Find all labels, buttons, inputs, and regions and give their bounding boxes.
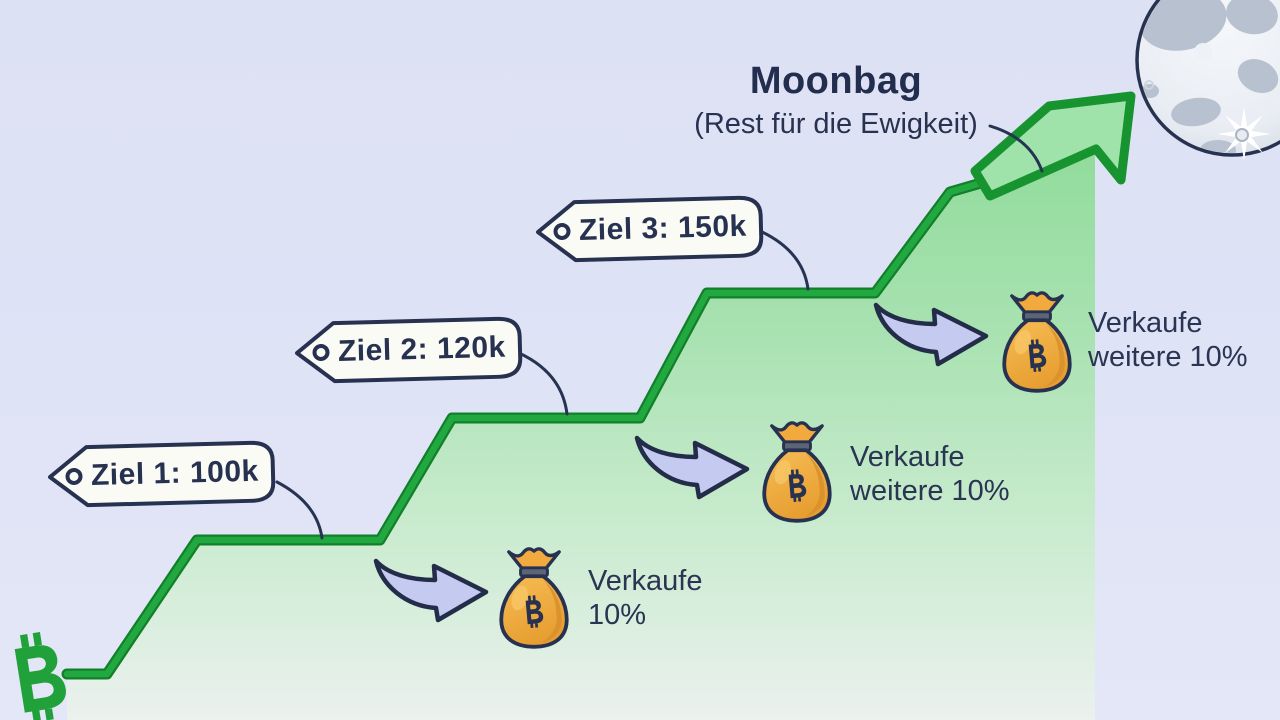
price-line [63,170,1016,678]
tag-hole-icon [65,467,83,485]
tag-hole-icon [312,343,330,361]
price-area-fill [67,130,1095,720]
sell-note-line: Verkaufe [850,441,965,473]
tag-hole-icon [553,222,571,240]
sell-note-line: weitere 10% [1088,341,1248,373]
price-tag-label: Ziel 2: 120k [337,330,507,369]
tag1-connector-line [275,480,324,540]
sparkle-crater [1235,128,1249,142]
price-tag-ziel-3: Ziel 3: 150k [532,193,766,265]
sell-note-line: 10% [588,599,647,631]
sell-note-line: weitere 10% [850,475,1010,507]
price-tag-icon [295,316,523,384]
moon-craters [1139,0,1279,153]
tag2-connector-line [517,351,569,416]
sell-note-2: Verkaufe weitere 10% [850,440,1010,508]
moonbag-title-block: Moonbag (Rest für die Ewigkeit) [640,60,1032,141]
price-tag-ziel-2: Ziel 2: 120k [291,314,525,386]
growth-arrow-icon [970,91,1136,201]
price-tag-label: Ziel 3: 150k [578,209,748,248]
price-tag-label: Ziel 1: 100k [90,454,260,493]
price-tag-ziel-1: Ziel 1: 100k [44,438,278,510]
sell-note-line: Verkaufe [588,565,703,597]
moon-icon [1135,0,1280,161]
sell-note-line: Verkaufe [1088,307,1203,339]
price-tag-icon [536,195,764,263]
moonbag-title: Moonbag [749,60,923,102]
bitcoin-logo-icon [12,629,71,720]
moonbag-subtitle: (Rest für die Ewigkeit) [694,108,978,140]
moonbag-connector-line [988,124,1044,173]
sell-note-1: Verkaufe 10% [588,564,702,632]
sell-note-3: Verkaufe weitere 10% [1088,306,1248,374]
price-tag-icon [48,440,276,508]
tag3-connector-line [758,229,810,291]
